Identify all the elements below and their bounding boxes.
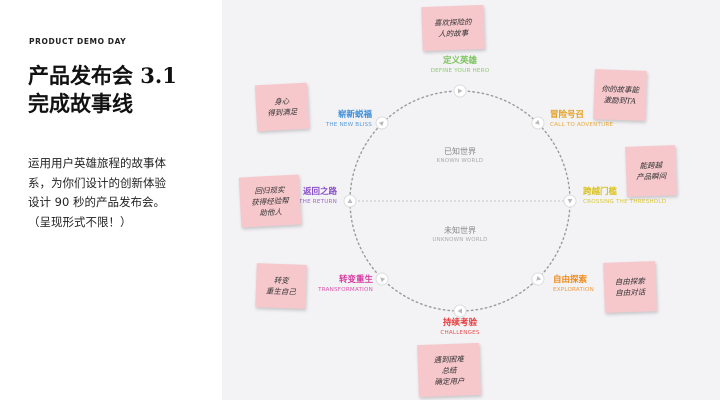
left-panel: PRODUCT DEMO DAY 产品发布会 3.1 完成故事线 运用用户英雄旅… [0,0,222,400]
stage-marker-7 [343,194,357,208]
sticky-note-4: 自由探索 自由对话 [603,261,657,313]
stage-label-4: 自由探索 EXPLORATION [553,275,594,295]
stage-5-en: CHALLENGES [440,330,480,336]
page-title: 产品发布会 3.1 完成故事线 [28,62,177,118]
description: 运用用户英雄旅程的故事体 系，为你们设计的创新体验 设计 90 秒的产品发布会。… [28,154,208,232]
stage-3-en: CROSSING THE THRESHOLD [583,199,667,205]
stage-7-zh: 返回之路 [302,187,337,197]
journey-circle-svg [343,84,577,318]
note-4-line-2: 自由对话 [615,287,646,298]
title-line-2: 完成故事线 [28,91,133,116]
note-8-line-2: 得到满足 [267,107,298,118]
stage-6-zh: 转变重生 [338,275,373,285]
known-world-zh: 已知世界 [443,147,476,156]
description-line-2: 系，为你们设计的创新体验 [28,175,166,190]
stage-2-zh: 冒险号召 [550,110,585,120]
title-line-1: 产品发布会 3.1 [28,63,177,88]
sticky-note-7: 回归现实 获得经验帮 助他人 [238,174,302,228]
stage-3-zh: 跨越门槛 [583,187,618,197]
stage-markers [343,84,577,318]
note-1-line-2: 人的故事 [438,28,469,39]
stage-8-zh: 崭新蜕福 [337,110,372,120]
stage-label-2: 冒险号召 CALL TO ADVENTURE [550,110,613,130]
description-line-1: 运用用户英雄旅程的故事体 [28,156,166,170]
stage-6-en: TRANSFORMATION [318,287,373,293]
stage-1-zh: 定义英雄 [442,56,477,66]
sticky-note-6: 转变 重生自己 [255,263,307,309]
stage-marker-5 [453,304,467,318]
stage-marker-3 [563,194,577,208]
stage-5-zh: 持续考验 [442,318,477,328]
stage-label-6: 转变重生 TRANSFORMATION [318,275,373,295]
stage-marker-4 [531,272,545,286]
known-world-label: 已知世界 KNOWN WORLD [437,146,484,165]
sticky-note-8: 身心 得到满足 [254,82,310,132]
unknown-world-label: 未知世界 UNKNOWN WORLD [432,225,487,244]
sticky-note-3: 能跨越 产品瞬间 [625,145,677,197]
hero-journey-diagram: 已知世界 KNOWN WORLD 未知世界 UNKNOWN WORLD 定义英雄… [222,0,720,400]
unknown-world-zh: 未知世界 [444,226,476,235]
known-world-en: KNOWN WORLD [436,158,484,164]
description-line-3: 设计 90 秒的产品发布会。 [28,195,165,209]
note-6-line-2: 重生自己 [265,286,296,297]
stage-8-en: THE NEW BLISS [325,122,372,128]
stage-label-7: 返回之路 THE RETURN [299,187,337,207]
stage-7-en: THE RETURN [299,199,337,205]
sticky-note-2: 你的故事能 激励到TA [593,69,647,121]
note-5-line-3: 确定用户 [434,375,465,387]
note-2-line-2: 激励到TA [603,95,637,106]
unknown-world-en: UNKNOWN WORLD [432,237,488,243]
stage-4-en: EXPLORATION [553,287,594,293]
stage-marker-1 [453,84,467,98]
eyebrow-label: PRODUCT DEMO DAY [29,37,127,46]
stage-label-1: 定义英雄 DEFINE YOUR HERO [431,56,490,76]
stage-marker-6 [375,272,389,286]
note-3-line-2: 产品瞬间 [636,171,667,182]
sticky-note-1: 喜欢探险的 人的故事 [421,4,485,52]
note-5-line-1: 遇到困难 [433,353,464,365]
note-7-line-3: 助他人 [259,206,283,218]
stage-label-8: 崭新蜕福 THE NEW BLISS [326,110,372,130]
sticky-note-5: 遇到困难 总结 确定用户 [417,342,481,398]
stage-marker-2 [531,116,545,130]
stage-2-en: CALL TO ADVENTURE [550,122,614,128]
stage-4-zh: 自由探索 [553,275,588,285]
description-line-4: （呈现形式不限！） [28,214,132,229]
stage-marker-8 [375,116,389,130]
stage-label-5: 持续考验 CHALLENGES [440,318,479,338]
stage-1-en: DEFINE YOUR HERO [430,68,490,74]
note-7-line-2: 获得经验帮 [251,195,289,207]
stage-label-3: 跨越门槛 CROSSING THE THRESHOLD [583,187,666,207]
